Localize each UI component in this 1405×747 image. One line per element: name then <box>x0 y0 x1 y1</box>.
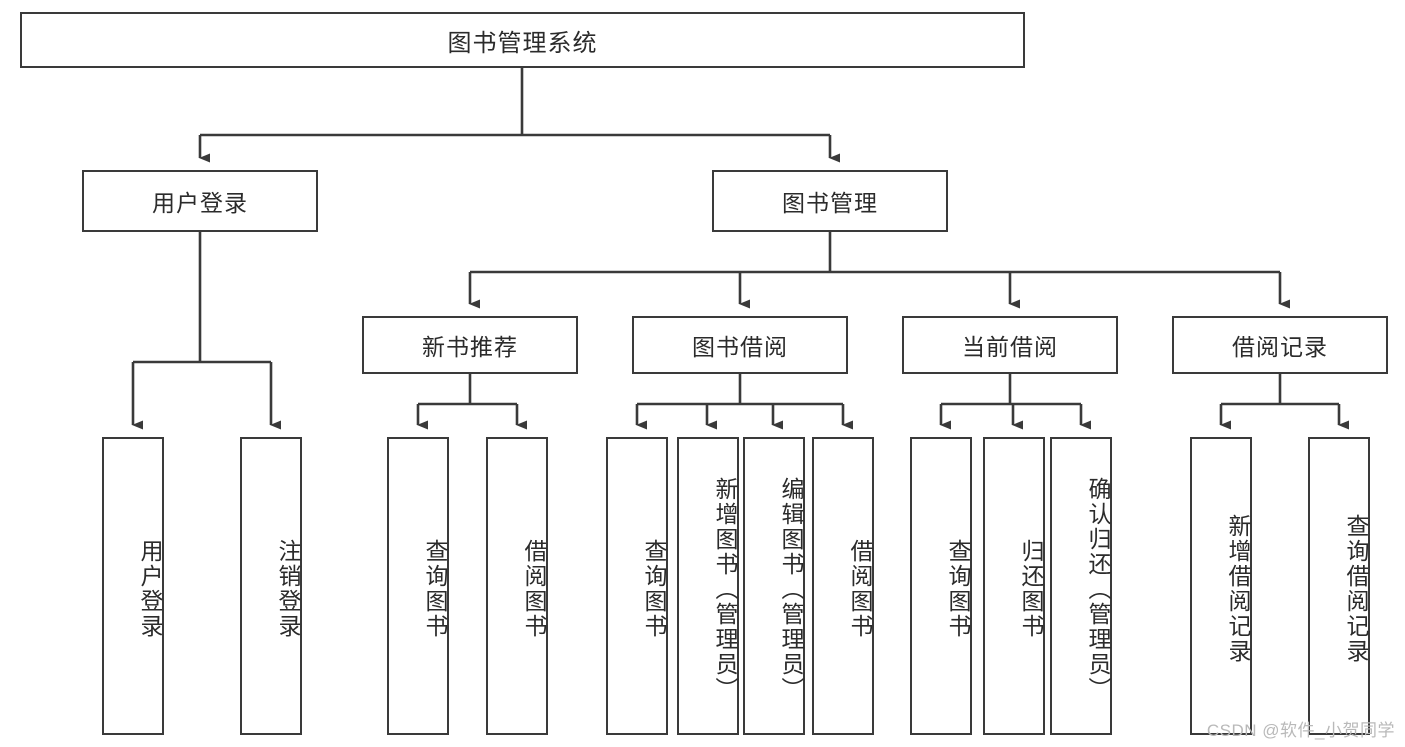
node-leaf-query-book-2-label: 查询图书 <box>641 539 667 639</box>
node-borrow-record[interactable]: 借阅记录 <box>1172 316 1388 374</box>
node-user-login[interactable]: 用户登录 <box>82 170 318 232</box>
node-current-borrow[interactable]: 当前借阅 <box>902 316 1118 374</box>
node-leaf-return-book[interactable]: 归还图书 <box>983 437 1045 735</box>
node-leaf-return-book-label: 归还图书 <box>1018 539 1044 639</box>
node-leaf-borrow-book-1[interactable]: 借阅图书 <box>486 437 548 735</box>
node-root[interactable]: 图书管理系统 <box>20 12 1025 68</box>
node-leaf-edit-book-admin-label: 编辑图书（管理员） <box>778 476 804 702</box>
node-book-borrow-label: 图书借阅 <box>692 334 788 360</box>
node-leaf-add-book-admin[interactable]: 新增图书（管理员） <box>677 437 739 735</box>
node-leaf-confirm-return-admin-label: 确认归还（管理员） <box>1085 476 1111 702</box>
node-book-manage-label: 图书管理 <box>782 190 878 216</box>
node-leaf-add-borrow-record-label: 新增借阅记录 <box>1225 514 1251 664</box>
node-leaf-borrow-book-2-label: 借阅图书 <box>847 539 873 639</box>
node-leaf-query-book-1[interactable]: 查询图书 <box>387 437 449 735</box>
node-new-book-recommend[interactable]: 新书推荐 <box>362 316 578 374</box>
node-leaf-query-borrow-record-label: 查询借阅记录 <box>1343 514 1369 664</box>
node-leaf-query-book-1-label: 查询图书 <box>422 539 448 639</box>
node-user-login-label: 用户登录 <box>152 190 248 216</box>
node-leaf-query-book-3-label: 查询图书 <box>945 539 971 639</box>
node-leaf-logout-label: 注销登录 <box>275 539 301 639</box>
node-leaf-user-login[interactable]: 用户登录 <box>102 437 164 735</box>
node-leaf-borrow-book-2[interactable]: 借阅图书 <box>812 437 874 735</box>
node-leaf-borrow-book-1-label: 借阅图书 <box>521 539 547 639</box>
node-leaf-confirm-return-admin[interactable]: 确认归还（管理员） <box>1050 437 1112 735</box>
node-leaf-query-book-3[interactable]: 查询图书 <box>910 437 972 735</box>
node-borrow-record-label: 借阅记录 <box>1232 334 1328 360</box>
node-leaf-user-login-label: 用户登录 <box>137 539 163 639</box>
node-current-borrow-label: 当前借阅 <box>962 334 1058 360</box>
node-new-book-recommend-label: 新书推荐 <box>422 334 518 360</box>
node-leaf-add-book-admin-label: 新增图书（管理员） <box>712 476 738 702</box>
node-leaf-add-borrow-record[interactable]: 新增借阅记录 <box>1190 437 1252 735</box>
node-leaf-query-borrow-record[interactable]: 查询借阅记录 <box>1308 437 1370 735</box>
node-root-label: 图书管理系统 <box>447 29 598 57</box>
node-leaf-edit-book-admin[interactable]: 编辑图书（管理员） <box>743 437 805 735</box>
node-leaf-query-book-2[interactable]: 查询图书 <box>606 437 668 735</box>
node-leaf-logout[interactable]: 注销登录 <box>240 437 302 735</box>
node-book-manage[interactable]: 图书管理 <box>712 170 948 232</box>
node-book-borrow[interactable]: 图书借阅 <box>632 316 848 374</box>
watermark: CSDN @软件_小贺同学 <box>1206 721 1395 740</box>
